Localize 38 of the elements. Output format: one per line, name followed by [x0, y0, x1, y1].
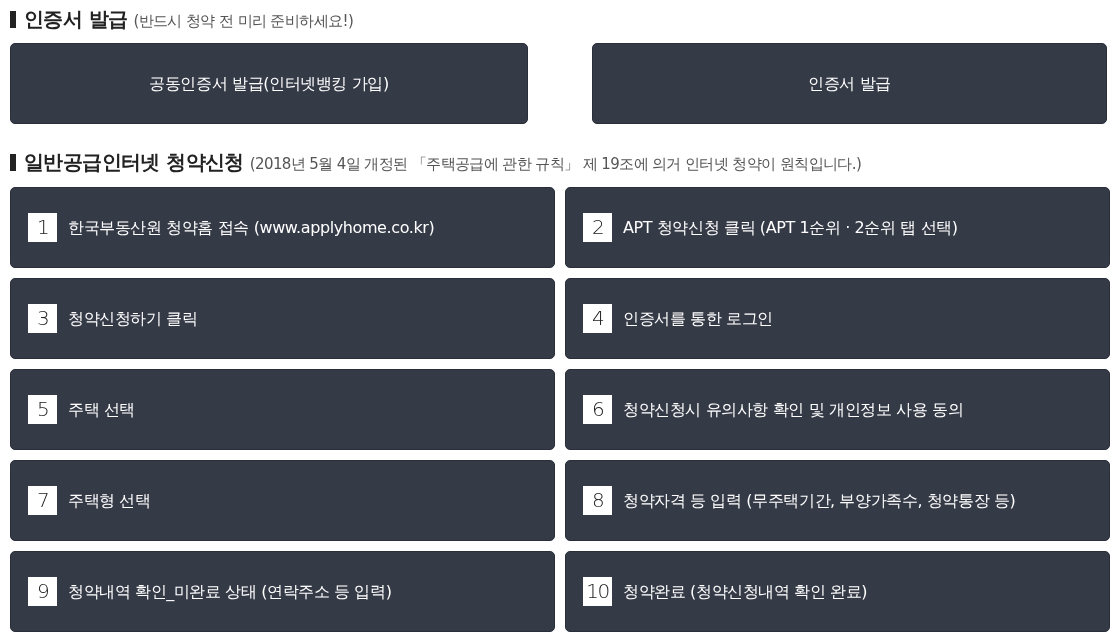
step-number: 8: [583, 486, 612, 515]
step-number: 2: [583, 213, 612, 242]
step-number: 9: [28, 577, 57, 606]
step-number: 3: [28, 304, 57, 333]
section-heading: 인증서 발급: [24, 6, 128, 33]
step-box: [565, 551, 1110, 632]
step-box: [10, 551, 555, 632]
step-box: [565, 460, 1110, 541]
process-box: [592, 43, 1107, 124]
step-text: 한국부동산원 청약홈 접속 (www.applyhome.co.kr): [68, 217, 436, 238]
step-text: 주택형 선택: [68, 490, 152, 511]
box-text: 공동인증서 발급(인터넷뱅킹 가입): [148, 73, 390, 94]
step-text: 청약완료 (청약신청내역 확인 완료): [623, 581, 869, 602]
step-text: 청약신청하기 클릭: [68, 308, 199, 329]
step-number: 7: [28, 486, 57, 515]
step-number: 1: [28, 213, 57, 242]
section-note: (반드시 청약 전 미리 준비하세요!): [133, 12, 354, 31]
step-text: 인증서를 통한 로그인: [623, 308, 774, 329]
step-box: [565, 278, 1110, 359]
step-number: 5: [28, 395, 57, 424]
section-heading: 일반공급인터넷 청약신청: [24, 149, 244, 176]
step-box: [10, 460, 555, 541]
step-number: 10: [583, 577, 612, 606]
step-box: [565, 187, 1110, 268]
step-box: [10, 187, 555, 268]
step-box: [10, 369, 555, 450]
step-box: [565, 369, 1110, 450]
step-text: 주택 선택: [68, 399, 137, 420]
step-number: 6: [583, 395, 612, 424]
section-note: (2018년 5월 4일 개정된 「주택공급에 관한 규칙」 제 19조에 의거 인터넷 청약이 원칙입니다.): [249, 155, 862, 174]
step-number: 4: [583, 304, 612, 333]
box-text: 인증서 발급: [807, 73, 892, 94]
step-box: [10, 278, 555, 359]
step-text: 청약신청시 유의사항 확인 및 개인정보 사용 동의: [623, 399, 965, 420]
step-text: APT 청약신청 클릭 (APT 1순위 · 2순위 탭 선택): [623, 217, 959, 238]
step-text: 청약자격 등 입력 (무주택기간, 부양가족수, 청약통장 등): [623, 490, 1017, 511]
process-box: [10, 43, 528, 124]
step-text: 청약내역 확인_미완료 상태 (연락주소 등 입력): [68, 581, 393, 602]
